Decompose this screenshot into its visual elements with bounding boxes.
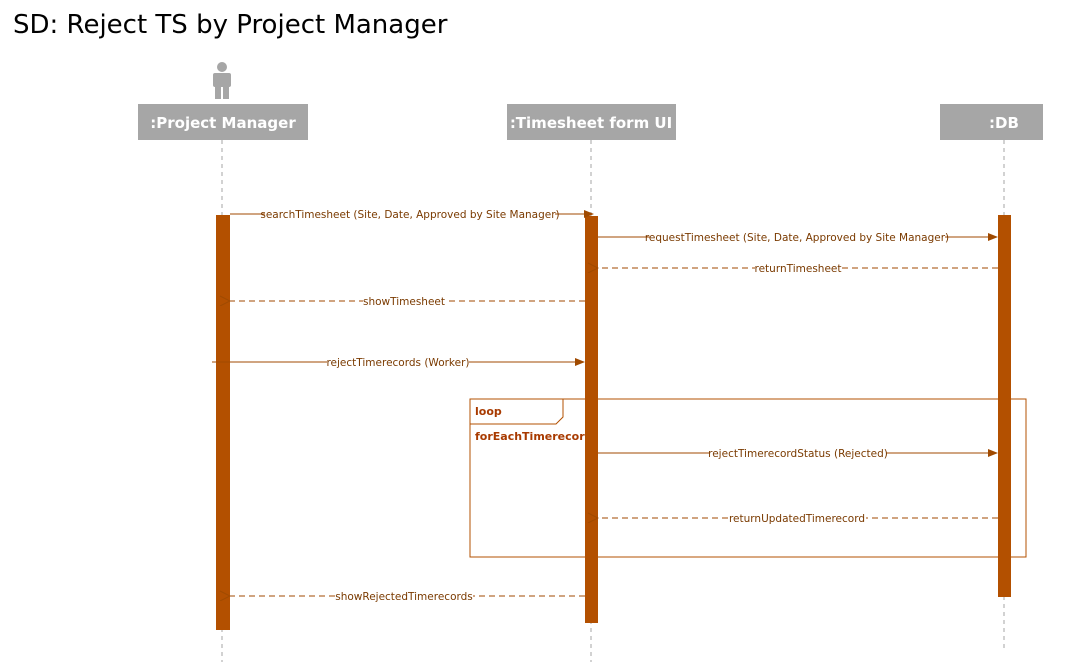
message-label: rejectTimerecords (Worker) <box>326 357 469 369</box>
participant-label: :DB <box>989 114 1019 132</box>
message-request-timesheet: requestTimesheet (Site, Date, Approved b… <box>598 231 998 244</box>
activation-timesheet-form-ui <box>585 216 598 623</box>
message-return-timesheet: returnTimesheet <box>598 262 998 275</box>
participant-project-manager: :Project Manager <box>138 104 308 140</box>
actor-icon <box>213 62 231 99</box>
participant-label: :Project Manager <box>150 114 296 132</box>
message-label: showTimesheet <box>363 296 445 308</box>
diagram-title: SD: Reject TS by Project Manager <box>13 10 448 40</box>
activation-db <box>998 215 1011 597</box>
loop-fragment: loop forEachTimerecord <box>469 398 1027 558</box>
message-search-timesheet: searchTimesheet (Site, Date, Approved by… <box>230 208 594 221</box>
message-return-updated-timerecord: returnUpdatedTimerecord <box>598 512 998 525</box>
activation-project-manager <box>216 215 230 630</box>
loop-guard: forEachTimerecord <box>475 430 593 443</box>
message-label: requestTimesheet (Site, Date, Approved b… <box>645 232 949 244</box>
message-label: returnUpdatedTimerecord <box>729 513 865 525</box>
participant-label: :Timesheet form UI <box>510 114 672 132</box>
message-show-rejected-timerecords: showRejectedTimerecords <box>230 590 585 603</box>
participant-db: :DB <box>940 104 1043 140</box>
participant-timesheet-form-ui: :Timesheet form UI <box>507 104 676 140</box>
loop-operator: loop <box>475 405 502 418</box>
message-label: showRejectedTimerecords <box>335 591 473 603</box>
message-label: returnTimesheet <box>755 263 842 275</box>
message-show-timesheet: showTimesheet <box>230 295 585 308</box>
message-label: rejectTimerecordStatus (Rejected) <box>708 448 888 460</box>
message-label: searchTimesheet (Site, Date, Approved by… <box>260 209 559 221</box>
message-reject-timerecord-status: rejectTimerecordStatus (Rejected) <box>598 447 998 460</box>
message-reject-timerecords: rejectTimerecords (Worker) <box>212 356 585 369</box>
